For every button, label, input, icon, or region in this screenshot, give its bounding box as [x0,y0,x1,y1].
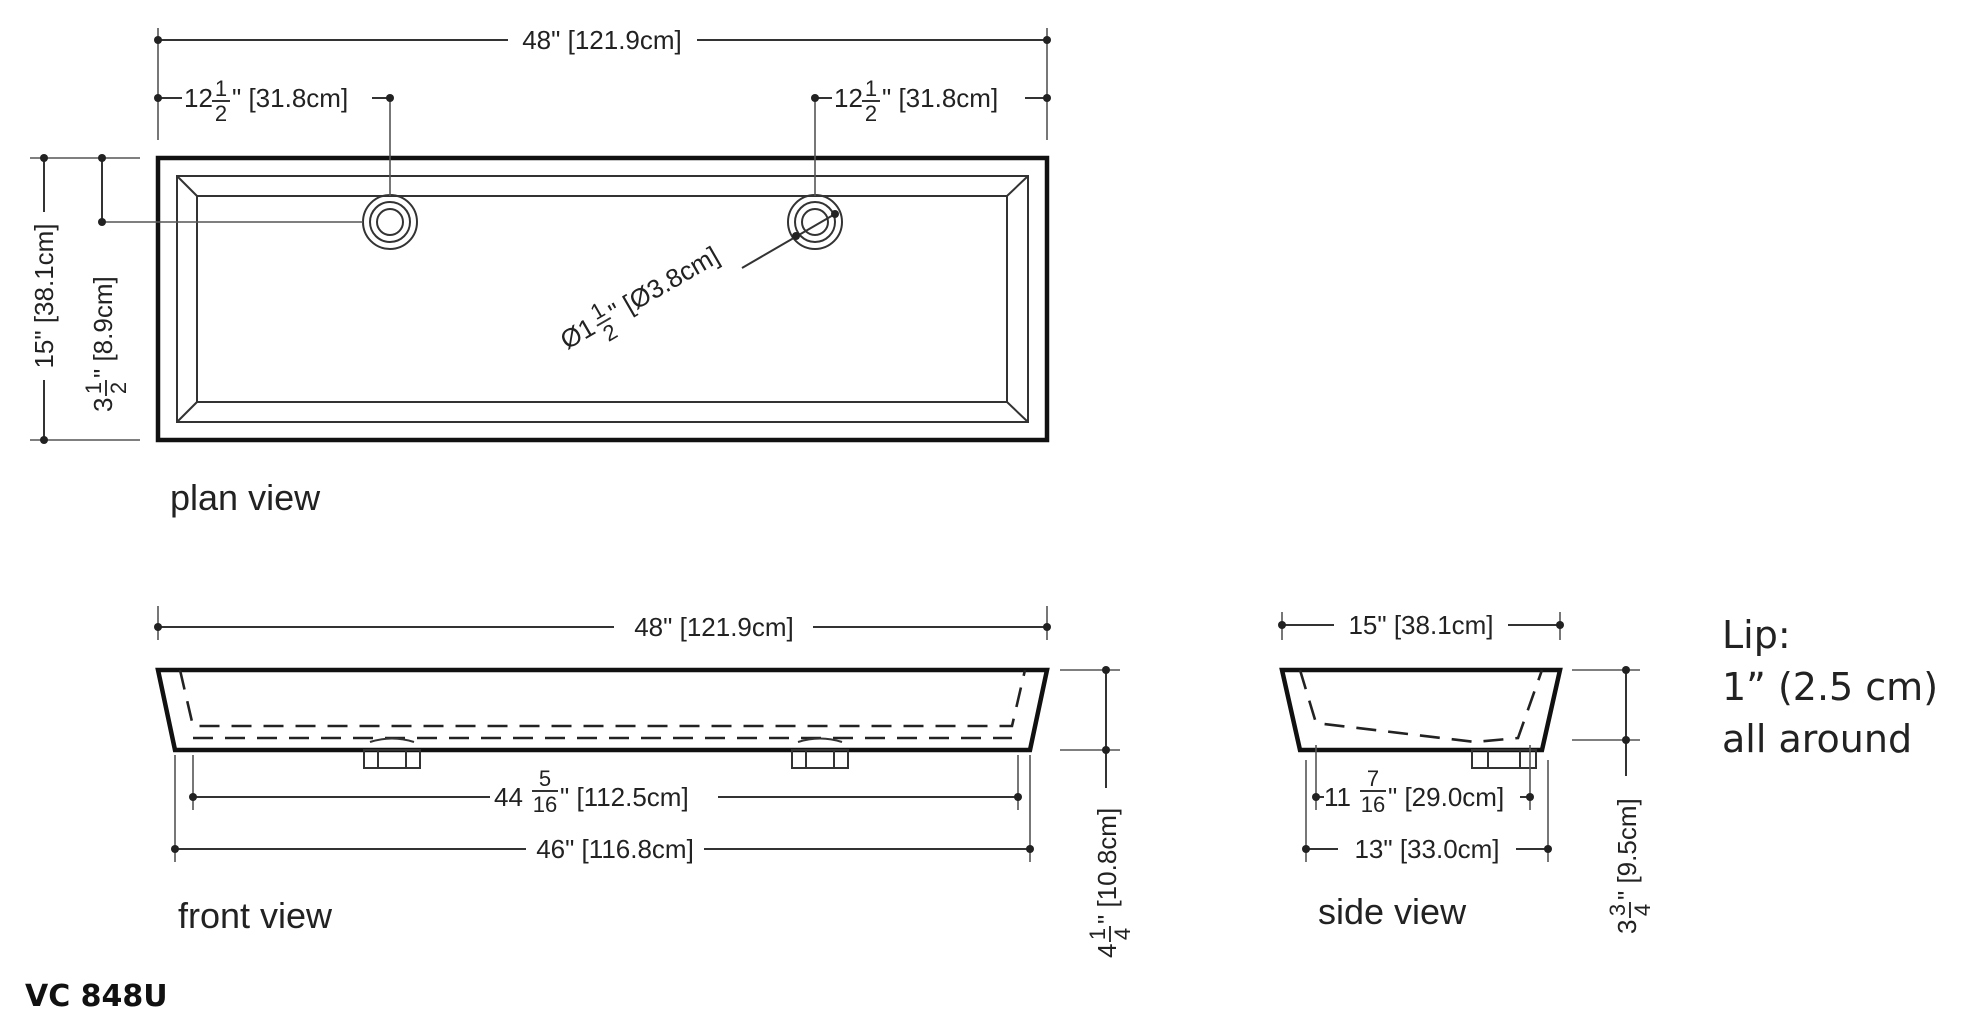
plan-right-drain-offset: 12 1 2 " [31.8cm] [811,76,1051,196]
front-base-width-label: 46" [116.8cm] [536,834,694,864]
side-height-dimension: 3 3 4 " [9.5cm] [1572,666,1655,934]
plan-drain-back-cm: " [8.9cm] [88,276,118,378]
frac-den: 16 [533,792,557,817]
plan-right-offset-cm: " [31.8cm] [882,83,998,113]
plan-drain-diameter-prefix: Ø1 [555,312,600,355]
side-inner-depth-dimension: 11 7 16 " [29.0cm] [1312,745,1534,817]
frac-num: 7 [1367,766,1379,791]
plan-outer-rim [155,155,1050,443]
plan-drain-diameter-cm: " [Ø3.8cm] [603,240,724,327]
frac-den: 2 [106,382,131,394]
front-inner-width-dimension: 44 5 16 " [112.5cm] [189,755,1022,817]
front-width-label: 48" [121.9cm] [634,612,794,642]
plan-view-label: plan view [170,477,321,518]
plan-left-offset-whole: 12 [184,83,213,113]
frac-den: 2 [865,101,877,126]
frac-den: 4 [1630,904,1655,916]
side-basin-outline [1279,667,1563,753]
front-basin-outline [155,667,1050,753]
side-basin-inner-dashed [1298,669,1544,744]
frac-num: 1 [215,76,227,101]
plan-drain-left [362,194,418,250]
plan-basin-floor [196,195,1008,403]
frac-num: 1 [1085,928,1110,940]
lip-note: Lip: 1” (2.5 cm) all around [1722,613,1938,761]
lip-note-line2: 1” (2.5 cm) [1722,665,1938,709]
side-inner-depth-whole: 11 [1324,782,1351,812]
front-base-width-dimension: 46" [116.8cm] [171,755,1034,864]
plan-view: 48" [121.9cm] 12 1 2 " [31.8cm] 12 1 2 [29,25,1051,518]
side-base-depth-dimension: 13" [33.0cm] [1302,760,1552,864]
side-depth-dimension: 15" [38.1cm] [1278,610,1564,640]
frac-num: 3 [1605,904,1630,916]
front-inner-width-whole: 44 [494,782,523,812]
frac-den: 2 [215,101,227,126]
plan-left-drain-offset: 12 1 2 " [31.8cm] [154,76,394,196]
svg-text:12: 12 [184,83,213,113]
front-height-dimension: 4 1 4 " [10.8cm] [1060,666,1135,958]
frac-num: 1 [865,76,877,101]
plan-drain-right [787,194,843,250]
frac-num: 5 [539,766,551,791]
model-number: VC 848U [25,979,168,1014]
plan-depth-dimension: 15" [38.1cm] [29,154,140,444]
front-view: 48" [121.9cm] 44 5 1 [154,606,1135,958]
plan-drain-back-whole: 3 [88,398,118,412]
plan-width-dimension: 48" [121.9cm] [154,25,1051,140]
front-height-cm: " [10.8cm] [1092,808,1122,924]
front-view-label: front view [178,895,333,936]
side-drain [1471,749,1537,769]
front-width-dimension: 48" [121.9cm] [154,606,1051,642]
front-basin-inner-dashed [178,669,1027,728]
plan-inner-rim [176,175,1029,423]
front-drain-left [363,737,421,769]
plan-depth-label: 15" [38.1cm] [29,223,59,368]
side-inner-depth-cm: " [29.0cm] [1388,782,1504,812]
side-view-label: side view [1318,891,1467,932]
frac-num: 1 [81,382,106,394]
side-base-depth-label: 13" [33.0cm] [1354,834,1499,864]
side-view: 15" [38.1cm] 11 7 16 " [29.0cm] [1278,610,1655,934]
front-drain-right [791,737,849,769]
plan-drain-from-back-dimension: 3 1 2 " [8.9cm] [81,154,363,412]
plan-left-offset-cm: " [31.8cm] [232,83,348,113]
frac-den: 16 [1361,792,1385,817]
side-depth-label: 15" [38.1cm] [1348,610,1493,640]
side-height-cm: " [9.5cm] [1612,798,1642,900]
frac-den: 4 [1110,928,1135,940]
lip-note-line3: all around [1722,717,1912,761]
side-height-whole: 3 [1612,920,1642,934]
plan-drain-diameter-callout: Ø1 1 2 " [Ø3.8cm] [555,210,839,355]
plan-right-offset-whole: 12 [834,83,863,113]
lip-note-line1: Lip: [1722,613,1791,657]
front-inner-width-cm: " [112.5cm] [560,782,689,812]
front-height-whole: 4 [1092,944,1122,958]
plan-width-label: 48" [121.9cm] [522,25,682,55]
